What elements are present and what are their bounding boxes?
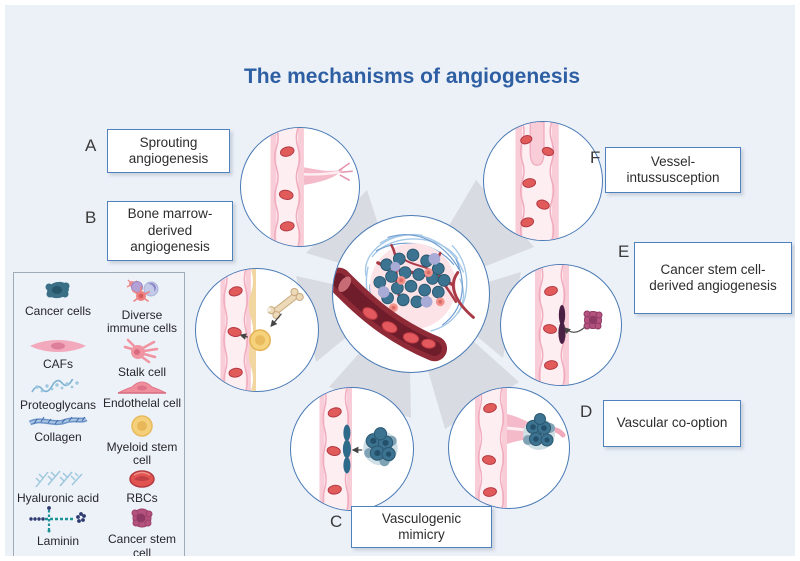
legend-item-cancer-stem-cell: Cancer stem cell bbox=[100, 505, 184, 560]
mechanism-letter-c: C bbox=[330, 512, 343, 531]
legend-item-collagen: Collagen bbox=[16, 413, 100, 468]
mechanism-letter-a: A bbox=[85, 136, 97, 155]
mechanism-box-bone-marrow: Bone marrow-derived angiogenesis bbox=[107, 201, 233, 261]
cancer-cells-icon bbox=[45, 281, 70, 299]
legend-label: RBCs bbox=[126, 490, 158, 505]
mechanism-label: Vessel-intussusception bbox=[626, 153, 720, 185]
mechanism-letter-e: E bbox=[618, 242, 630, 261]
mechanism-box-vasculogenic-mimicry: Vasculogenic mimicry bbox=[351, 506, 492, 548]
circle-bone-marrow bbox=[195, 268, 319, 392]
proteoglycans-icon bbox=[31, 379, 79, 393]
mechanism-letter-b: B bbox=[85, 208, 97, 227]
legend-item-cancer-cells: Cancer cells bbox=[16, 277, 100, 336]
mechanism-label: Bone marrow-derived angiogenesis bbox=[127, 206, 213, 255]
mechanism-label: Sprouting angiogenesis bbox=[128, 134, 209, 166]
legend-item-laminin: Laminin bbox=[16, 505, 100, 556]
rbcs-icon bbox=[129, 469, 155, 488]
legend-item-rbcs: RBCs bbox=[100, 468, 184, 505]
page-title: The mechanisms of angiogenesis bbox=[243, 65, 581, 88]
legend-label: Diverse immune cells bbox=[106, 308, 178, 336]
mechanism-letter-f: F bbox=[590, 148, 601, 167]
legend-label: Hyaluronic acid bbox=[16, 490, 100, 505]
mechanism-label: Cancer stem cell-derived angiogenesis bbox=[649, 261, 777, 293]
sprouting-vessel-icon bbox=[270, 128, 353, 246]
legend-item-diverse-immune-cells: Diverse immune cells bbox=[100, 277, 184, 336]
collagen-icon bbox=[28, 416, 88, 426]
legend-label: Myeloid stem cell bbox=[106, 439, 178, 468]
legend-item-myeloid-stem-cell: Myeloid stem cell bbox=[100, 413, 184, 468]
laminin-icon bbox=[29, 506, 86, 533]
legend-item-stalk-cell: Stalk cell bbox=[100, 336, 184, 379]
mechanism-box-intussusception: Vessel-intussusception bbox=[605, 147, 741, 193]
tumor-microenvironment-icon bbox=[333, 233, 475, 362]
endothelial-cell-icon bbox=[117, 381, 167, 395]
hyaluronic-acid-icon bbox=[35, 470, 83, 488]
legend-item-hyaluronic-acid: Hyaluronic acid bbox=[16, 468, 100, 505]
cafs-icon bbox=[30, 339, 86, 352]
legend-item-endothelial-cell: Endothelal cell bbox=[100, 379, 184, 412]
vasculogenic-mimicry-vessel-icon bbox=[319, 388, 398, 510]
mechanism-label: Vasculogenic mimicry bbox=[381, 510, 462, 542]
circle-vascular-co-option bbox=[448, 387, 570, 509]
mechanism-label: Vascular co-option bbox=[616, 415, 728, 431]
legend-label: Stalk cell bbox=[117, 364, 167, 379]
legend-label: Endothelal cell bbox=[102, 396, 182, 411]
mechanism-box-cancer-stem-cell: Cancer stem cell-derived angiogenesis bbox=[634, 242, 792, 314]
cancer-stem-cell-icon bbox=[131, 508, 153, 528]
mechanism-letter-d: D bbox=[580, 402, 593, 421]
central-tumor-circle bbox=[332, 215, 490, 373]
legend-label: Collagen bbox=[34, 429, 82, 444]
stalk-cell-icon bbox=[123, 338, 159, 364]
circle-intussusception bbox=[483, 121, 603, 241]
cancer-stem-cell-vessel-icon bbox=[535, 265, 603, 385]
legend-item-cafs: CAFs bbox=[16, 336, 100, 379]
legend-item-proteoglycans: Proteoglycans bbox=[16, 379, 100, 412]
intussusception-vessel-icon bbox=[515, 122, 559, 240]
circle-vasculogenic-mimicry bbox=[290, 387, 414, 511]
legend-label: Laminin bbox=[36, 534, 80, 549]
circle-cancer-stem-cell bbox=[500, 264, 622, 386]
legend-label: CAFs bbox=[43, 356, 73, 371]
vascular-co-option-vessel-icon bbox=[475, 388, 566, 508]
mechanism-box-sprouting: Sprouting angiogenesis bbox=[107, 129, 230, 173]
myeloid-stem-cell-icon bbox=[131, 415, 153, 437]
legend-label: Proteoglycans bbox=[19, 398, 97, 413]
legend-label: Cancer stem cell bbox=[107, 532, 177, 560]
circle-sprouting bbox=[240, 127, 360, 247]
legend-panel: Cancer cells Diverse immune cells bbox=[13, 272, 185, 560]
legend-label: Cancer cells bbox=[24, 304, 92, 318]
mechanism-box-vascular-co-option: Vascular co-option bbox=[603, 400, 741, 447]
bone-marrow-vessel-icon bbox=[220, 269, 304, 391]
diverse-immune-cells-icon bbox=[126, 279, 159, 302]
